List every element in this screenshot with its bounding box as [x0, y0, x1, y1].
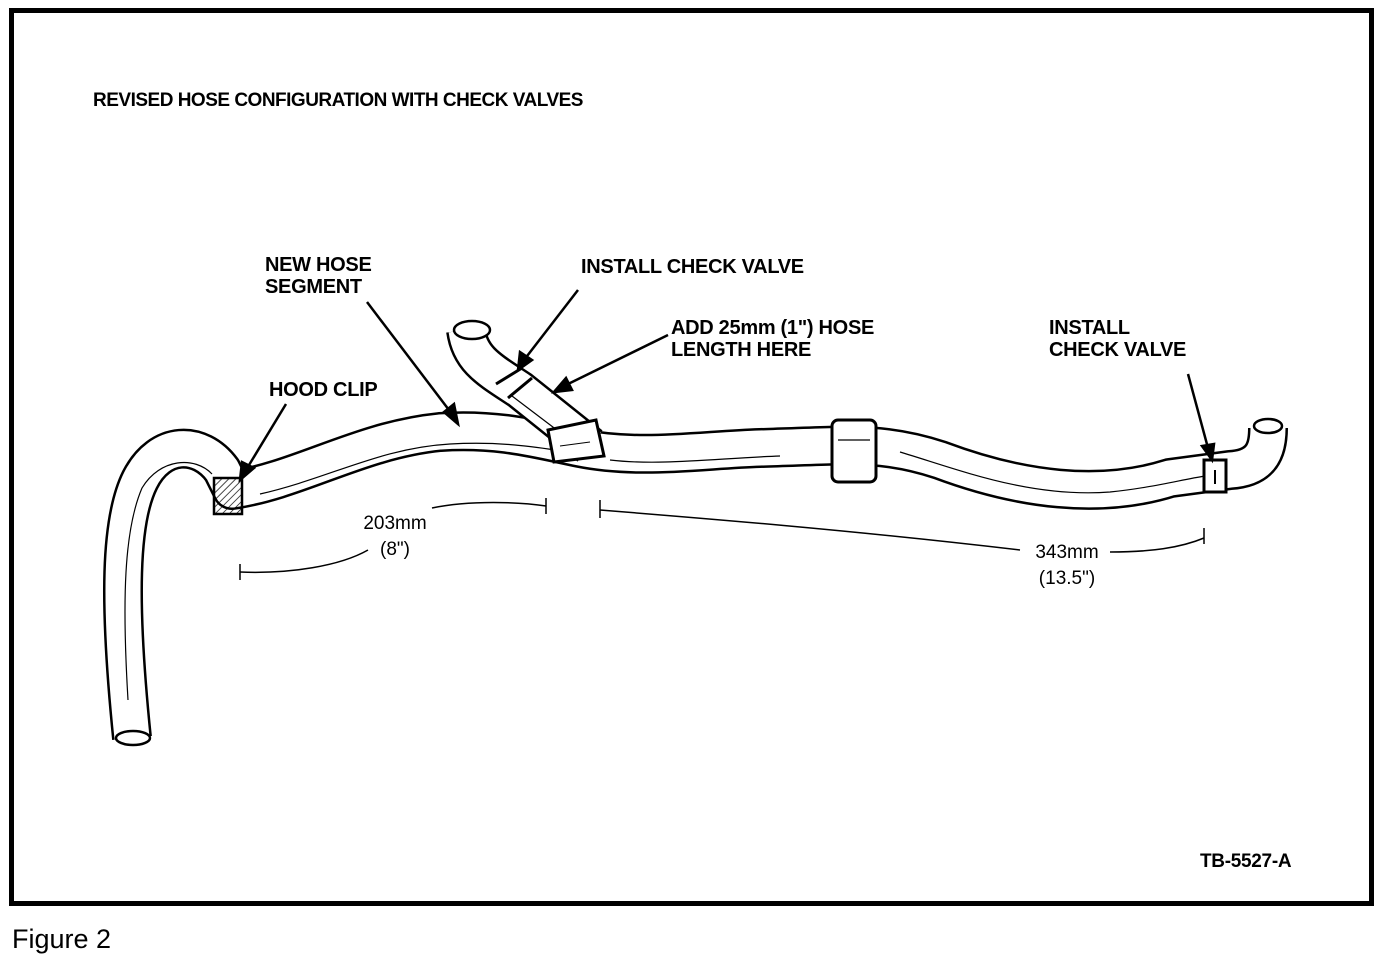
label-add-hose-length: ADD 25mm (1") HOSE LENGTH HERE [671, 317, 875, 361]
dimension-right-inch: (13.5") [1038, 568, 1096, 589]
connector-sleeve [830, 418, 878, 484]
dimension-right [599, 500, 1205, 553]
check-valve-right [1202, 458, 1228, 494]
figure-caption: Figure 2 [12, 924, 112, 954]
dimension-left-mm: 203mm [363, 513, 427, 534]
dimension-right-mm: 343mm [1035, 542, 1099, 563]
figure-code: TB-5527-A [1200, 851, 1292, 872]
figure-frame [9, 8, 1374, 906]
tee-fitting [546, 418, 606, 464]
dimension-left [239, 498, 547, 580]
label-install-check-valve-top: INSTALL CHECK VALVE [581, 256, 804, 278]
left-hose-end [114, 729, 152, 747]
hood-clip [212, 476, 244, 516]
label-install-check-valve-right: INSTALL CHECK VALVE [1049, 317, 1187, 361]
leader-arrows [238, 289, 1216, 484]
right-elbow-end [1252, 417, 1284, 435]
diagram-title: REVISED HOSE CONFIGURATION WITH CHECK VA… [93, 90, 583, 111]
label-hood-clip: HOOD CLIP [269, 379, 378, 401]
dimension-left-inch: (8") [380, 539, 410, 560]
label-new-hose-segment: NEW HOSE SEGMENT [265, 254, 372, 298]
